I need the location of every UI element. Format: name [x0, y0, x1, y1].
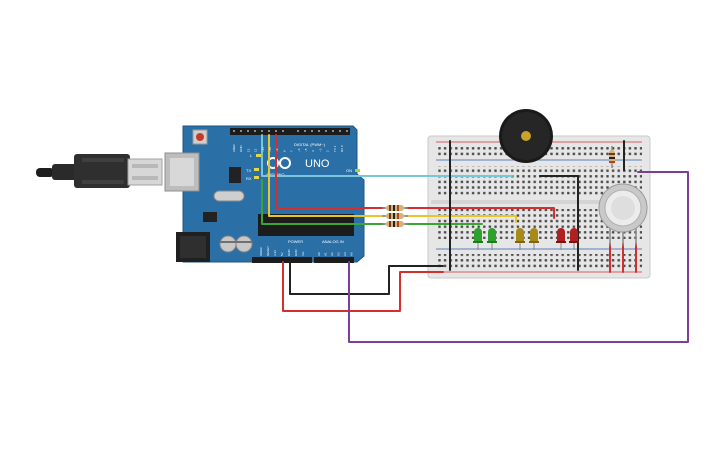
led-tx-label: TX	[246, 168, 251, 173]
led-l-label: L	[250, 153, 253, 158]
wire-red-led[interactable]	[405, 207, 555, 219]
wire-yellow-pin[interactable]	[268, 134, 385, 217]
pin-label-digital: 7	[290, 150, 294, 152]
pin-label-analog: A0	[317, 252, 321, 256]
pin-label-digital: ~3	[318, 148, 322, 152]
arduino-uno-board[interactable]: UNO ARDUINO DIGITAL (PWM~) POWER ANALOG …	[164, 125, 365, 263]
led-green[interactable]	[473, 228, 483, 250]
wire-yellow-led[interactable]	[405, 215, 517, 223]
wire-purple-analog[interactable]	[348, 171, 689, 343]
pin-label-digital: ~11	[261, 147, 265, 152]
wire-black-gnd[interactable]	[289, 261, 444, 295]
pin-label-analog: A5	[350, 252, 354, 256]
board-brand: UNO	[305, 158, 330, 170]
resistor[interactable]	[382, 221, 408, 227]
pin-label-power: 3.3V	[273, 250, 277, 256]
pin-label-digital: ~9	[275, 148, 279, 152]
analog-label: ANALOG IN	[322, 239, 344, 244]
reset-button[interactable]	[196, 133, 204, 141]
digital-header	[230, 128, 350, 135]
resistor[interactable]	[382, 205, 408, 211]
pin-label-power: GND	[294, 249, 298, 257]
resistor[interactable]	[382, 213, 408, 219]
pin-label-power: IOREF	[259, 247, 263, 256]
led-rx-label: RX	[246, 176, 252, 181]
piezo-buzzer-icon[interactable]	[499, 109, 553, 163]
led-red[interactable]	[569, 228, 579, 250]
pin-label-power: Vin	[301, 251, 305, 256]
pin-label-power: 5V	[280, 252, 284, 256]
pin-label-power: GND	[287, 249, 291, 257]
pin-label-digital: 2	[326, 150, 330, 152]
wire-red-5v[interactable]	[282, 261, 444, 312]
pin-label-analog: A1	[324, 252, 328, 256]
pin-label-analog: A2	[330, 252, 334, 256]
led-yellow[interactable]	[515, 228, 525, 250]
resistor[interactable]	[609, 146, 615, 168]
pin-label-analog: A4	[343, 252, 347, 256]
pin-label-digital: TX 1	[333, 145, 337, 152]
pin-label-digital: 8	[282, 150, 286, 152]
digital-label: DIGITAL (PWM~)	[294, 142, 326, 147]
resistors	[382, 146, 615, 227]
led-on-label: ON	[346, 168, 352, 173]
pin-label-digital: AREF	[232, 144, 236, 152]
pin-label-digital: 12	[254, 148, 258, 152]
leds	[473, 228, 579, 250]
pin-label-digital: ~5	[304, 148, 308, 152]
pin-label-digital: 4	[311, 150, 315, 152]
pin-label-digital: 13	[246, 148, 250, 152]
wire-red-pin[interactable]	[275, 134, 385, 209]
analog-header	[314, 257, 354, 263]
pin-label-digital: GND	[239, 145, 243, 153]
led-yellow[interactable]	[529, 228, 539, 250]
pin-label-power: RESET	[266, 246, 270, 256]
pin-label-digital: ~10	[268, 147, 272, 152]
gas-sensor-icon[interactable]	[598, 183, 648, 246]
wire-green-pin[interactable]	[261, 179, 385, 225]
wire-blue[interactable]	[261, 134, 513, 177]
power-label: POWER	[288, 239, 303, 244]
led-red[interactable]	[556, 228, 566, 250]
pin-label-digital: RX 0	[340, 145, 344, 152]
pin-label-digital: ~6	[297, 148, 301, 152]
power-header	[252, 257, 312, 263]
led-green[interactable]	[487, 228, 497, 250]
usb-cable-icon	[36, 154, 163, 188]
pin-label-analog: A3	[337, 252, 341, 256]
